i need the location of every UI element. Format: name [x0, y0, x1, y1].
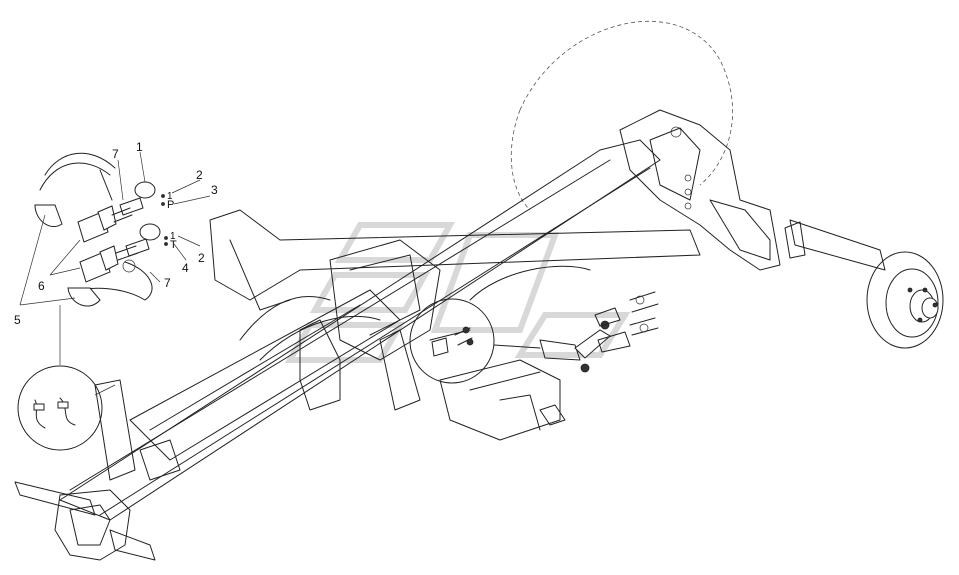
callout-1: 1 — [170, 231, 176, 242]
callout-p: P — [167, 199, 174, 211]
exploded-parts — [34, 152, 168, 307]
callout-4: 4 — [182, 261, 189, 275]
callout-7: 7 — [112, 147, 119, 161]
hydraulic-fittings — [493, 291, 659, 373]
wheel-outline — [510, 20, 733, 211]
callout-5: 5 — [14, 313, 21, 327]
callout-3: 3 — [211, 183, 218, 197]
leader-lines — [19, 151, 211, 365]
callout-2: 2 — [198, 251, 205, 265]
callout-1: 1 — [136, 140, 143, 154]
callout-7: 7 — [164, 276, 171, 290]
callout-2: 2 — [196, 168, 203, 182]
callout-labels: 1 7 2 3 1 P 1 T 2 4 6 7 5 — [14, 140, 218, 327]
rear-axle — [619, 109, 944, 349]
callout-t: T — [170, 239, 177, 251]
zoom-circle — [17, 365, 116, 451]
front-axle — [14, 379, 181, 561]
detail-circle — [409, 298, 495, 384]
callout-1: 1 — [167, 191, 173, 202]
callout-6: 6 — [38, 279, 45, 293]
trailer-frame — [59, 139, 701, 521]
